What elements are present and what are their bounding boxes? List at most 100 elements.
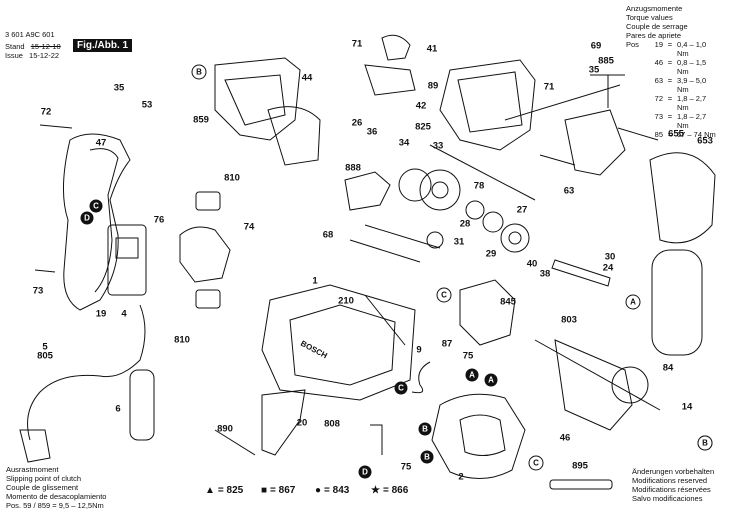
- torque-value: 0,8 – 1,5 Nm: [677, 58, 707, 76]
- torque-title-de: Anzugsmomente: [626, 4, 683, 13]
- callout-890: 890: [217, 423, 233, 435]
- clutch-line-es: Momento de desacoplamiento: [6, 492, 107, 501]
- pos-label: Pos: [626, 40, 639, 49]
- handle-housing-shape: [63, 133, 131, 311]
- marker-c: C: [436, 287, 452, 303]
- shroud-shape: [267, 106, 321, 166]
- callout-808: 808: [324, 418, 340, 430]
- callout-885: 885: [598, 55, 614, 67]
- torque-pos: 73: [654, 112, 663, 121]
- legend-item-825: ▲ = 825: [205, 485, 243, 496]
- clutch-line-en: Slipping point of clutch: [6, 474, 82, 483]
- callout-805: 805: [37, 350, 53, 362]
- square-icon: ■: [261, 485, 268, 496]
- gear-33-hub-shape: [431, 181, 449, 199]
- changes-line-en: Modifications reserved: [632, 476, 708, 485]
- callout-87: 87: [441, 338, 453, 350]
- callout-47: 47: [95, 137, 107, 149]
- marker-c: C: [89, 199, 103, 213]
- callout-89: 89: [427, 80, 439, 92]
- callout-4: 4: [121, 308, 127, 320]
- handle-inner-shape: [89, 148, 119, 293]
- bearing-29-inner-shape: [508, 231, 522, 245]
- stand-label: Stand: [5, 42, 25, 51]
- marker-b: B: [418, 422, 432, 436]
- torque-value: 1,8 – 2,7 Nm: [677, 94, 707, 112]
- callout-33: 33: [432, 140, 444, 152]
- callout-895: 895: [572, 460, 588, 472]
- callout-9: 9: [416, 344, 422, 356]
- callout-825: 825: [415, 121, 431, 133]
- callout-653: 653: [697, 135, 713, 147]
- issue-date: 15-12-22: [29, 51, 60, 60]
- callout-210: 210: [338, 295, 354, 307]
- callout-71: 71: [351, 38, 363, 50]
- torque-row: 72=1,8 – 2,7 Nm: [626, 94, 717, 112]
- callout-78: 78: [473, 180, 485, 192]
- switch-inner-shape: [115, 237, 139, 259]
- torque-value: 67 – 74 Nm: [677, 130, 716, 139]
- torque-pos: 46: [654, 58, 663, 67]
- marker-d: D: [80, 211, 94, 225]
- callout-31: 31: [453, 236, 465, 248]
- changes-line-fr: Modifications réservées: [632, 485, 711, 494]
- changes-note: Änderungen vorbehalten Modifications res…: [632, 467, 714, 503]
- callout-26: 26: [351, 117, 363, 129]
- cable-sleeve-shape: [129, 369, 155, 441]
- triangle-icon: ▲: [205, 485, 215, 496]
- torque-eq: =: [667, 94, 673, 103]
- svg-text:BOSCH: BOSCH: [299, 339, 329, 361]
- screw-72-shape: [39, 124, 73, 129]
- torque-pos: 63: [654, 76, 663, 85]
- torque-pos: 19: [654, 40, 663, 49]
- torque-value: 1,8 – 2,7 Nm: [677, 112, 707, 130]
- bearing-29-shape: [500, 223, 530, 253]
- ring-28-shape: [465, 200, 485, 220]
- power-cable-shape: [27, 304, 146, 441]
- marker-d: D: [358, 465, 372, 479]
- callout-41: 41: [426, 43, 438, 55]
- callout-75-upper: 75: [462, 350, 474, 362]
- chuck-shape: [564, 109, 626, 176]
- legend-item-843: ● = 843: [315, 485, 349, 496]
- callout-35-right: 35: [588, 64, 600, 76]
- lead-cable-75-shape: [370, 424, 383, 455]
- figure-tag: Fig./Abb. 1: [73, 39, 133, 52]
- marker-a: A: [484, 373, 498, 387]
- marker-a: A: [465, 368, 479, 382]
- dot-icon: ●: [315, 485, 322, 496]
- callout-84: 84: [662, 362, 674, 374]
- clutch-pos-line: Pos. 59 / 859 = 9,5 – 12,5Nm: [6, 501, 104, 510]
- leader-line: [504, 84, 621, 121]
- legend-text: = 867: [270, 485, 296, 496]
- part-number: 3 601 A9C 601: [5, 30, 55, 39]
- marker-c: C: [394, 381, 408, 395]
- grease-tube-shape: [549, 479, 613, 490]
- shaft-24-shape: [364, 224, 441, 249]
- callout-69: 69: [590, 40, 602, 52]
- callout-20: 20: [296, 417, 308, 429]
- legend-text: = 866: [382, 485, 409, 496]
- torque-row: 46=0,8 – 1,5 Nm: [626, 58, 717, 76]
- brush-holder-shape: [179, 226, 231, 283]
- callout-76: 76: [153, 214, 165, 226]
- spindle-shape: [551, 259, 611, 287]
- torque-eq: =: [667, 76, 673, 85]
- stand-row: Stand 15-12-10: [5, 42, 61, 51]
- callout-40: 40: [526, 258, 538, 270]
- torque-title-fr: Couple de serrage: [626, 22, 688, 31]
- front-housing-shape: [439, 59, 536, 151]
- marker-c: C: [528, 455, 544, 471]
- callout-35: 35: [113, 82, 125, 94]
- leader-line: [214, 429, 256, 456]
- field-coil-inner-shape: [459, 414, 506, 456]
- aux-handle-ring-shape: [649, 152, 716, 244]
- screw-63-shape: [539, 154, 576, 166]
- callout-845: 845: [500, 296, 516, 308]
- screw-655-shape: [617, 127, 659, 141]
- screw-73-shape: [34, 269, 56, 273]
- issue-label: Issue: [5, 51, 23, 60]
- changes-line-es: Salvo modificaciones: [632, 494, 703, 503]
- torque-pos: 85: [654, 130, 663, 139]
